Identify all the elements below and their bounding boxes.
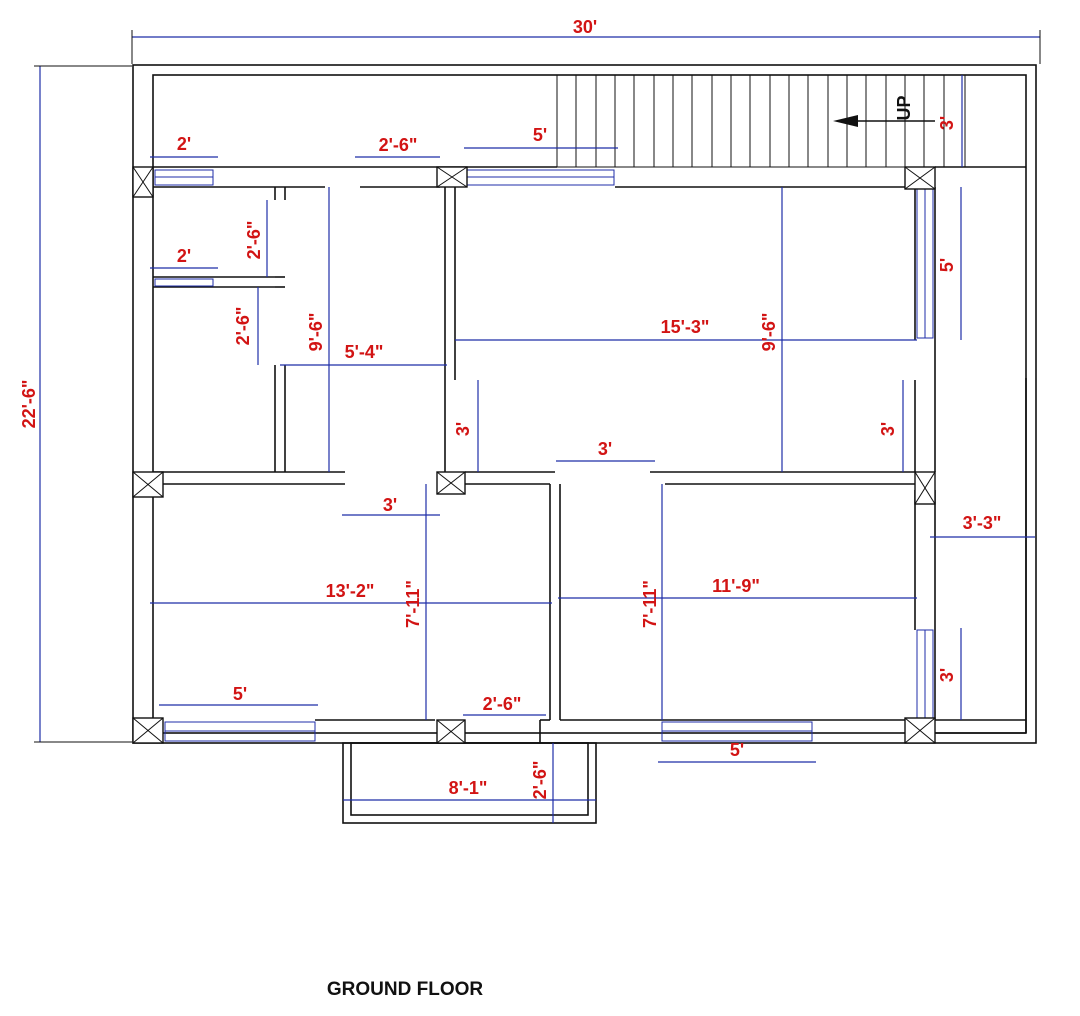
window-bottom-left-label: 5' bbox=[233, 684, 247, 704]
window-top-left-a-label: 2' bbox=[177, 134, 191, 154]
door-top-label: 2'-6" bbox=[379, 135, 418, 155]
bath-door-a-label: 2'-6" bbox=[244, 221, 264, 260]
dimension-lines bbox=[150, 75, 1035, 823]
stair-up-arrow bbox=[833, 115, 935, 127]
bath-door-b-label: 2'-6" bbox=[233, 307, 253, 346]
porch-width-label: 8'-1" bbox=[449, 778, 488, 798]
bed-left-width-label: 13'-2" bbox=[326, 581, 375, 601]
interior-walls bbox=[153, 187, 1027, 734]
room-small-depth-label: 9'-6" bbox=[306, 313, 326, 352]
bed-right-width-label: 11'-9" bbox=[712, 576, 760, 596]
overall-depth-label: 22'-6" bbox=[19, 380, 39, 429]
columns bbox=[132, 166, 936, 744]
window-top-mid-label: 5' bbox=[533, 125, 547, 145]
door-hall-right-label: 3' bbox=[878, 422, 898, 436]
door-passage-label: 3' bbox=[598, 439, 612, 459]
window-top-left-b-label: 2' bbox=[177, 246, 191, 266]
door-bed-left-label: 3' bbox=[383, 495, 397, 515]
stair-up-label: UP bbox=[894, 95, 914, 120]
hall-width-label: 15'-3" bbox=[661, 317, 710, 337]
windows bbox=[154, 169, 934, 742]
door-bottom-label: 2'-6" bbox=[483, 694, 522, 714]
bed-right-depth-label: 7'-11" bbox=[640, 580, 660, 628]
drawing-title: GROUND FLOOR bbox=[327, 979, 483, 1000]
window-bottom-right-label: 5' bbox=[730, 740, 744, 760]
room-small-width-label: 5'-4" bbox=[345, 342, 384, 362]
window-right-lower-label: 3' bbox=[937, 668, 957, 682]
overall-dimension-lines bbox=[34, 30, 1041, 743]
hall-depth-label: 9'-6" bbox=[759, 313, 779, 352]
overall-width-label: 30' bbox=[573, 17, 597, 37]
stair-width-label: 3' bbox=[937, 116, 957, 130]
window-right-upper-label: 5' bbox=[937, 258, 957, 272]
side-passage-label: 3'-3" bbox=[963, 513, 1002, 533]
door-hall-left-label: 3' bbox=[453, 422, 473, 436]
bed-left-depth-label: 7'-11" bbox=[403, 580, 423, 628]
porch-depth-label: 2'-6" bbox=[530, 761, 550, 800]
front-porch bbox=[342, 720, 597, 824]
